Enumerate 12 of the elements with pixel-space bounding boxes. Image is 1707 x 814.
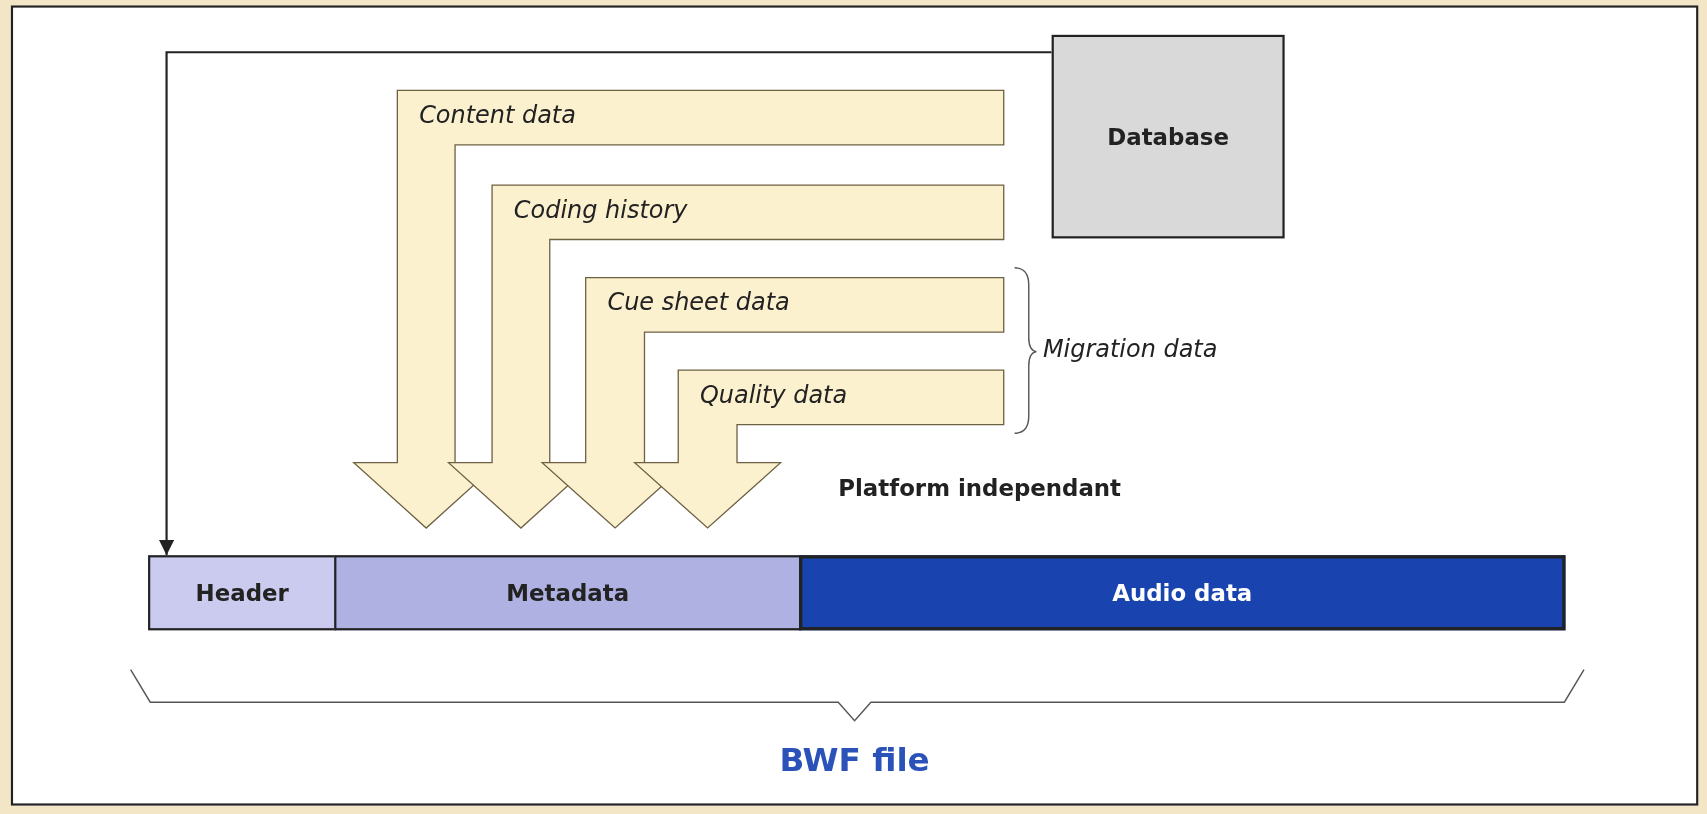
audio-data-segment: Audio data <box>799 555 1566 631</box>
arrow-label: Content data <box>419 101 576 129</box>
arrow-label: Coding history <box>513 195 688 224</box>
arrow-label: Quality data <box>700 381 848 409</box>
brace-label: Migration data <box>1042 335 1218 363</box>
database-box: Database <box>1051 34 1285 239</box>
arrow-label: Cue sheet data <box>607 288 790 316</box>
caption-text: BWF file <box>779 740 930 779</box>
note-text: Platform independant <box>838 475 1122 502</box>
header-segment: Header <box>148 555 337 631</box>
arrow <box>158 51 1052 556</box>
metadata-segment: Metadata <box>334 555 802 631</box>
